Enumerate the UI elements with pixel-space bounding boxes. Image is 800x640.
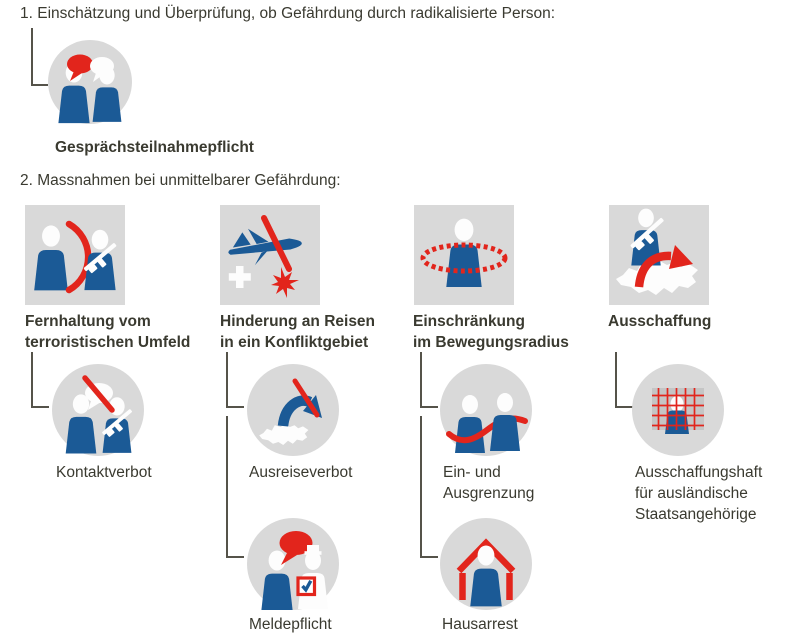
movement-radius-restriction-icon <box>414 205 514 305</box>
sub-measure-label: Hausarrest <box>442 616 518 633</box>
house-arrest-icon <box>440 518 532 610</box>
speech-bubble-icon <box>90 57 114 82</box>
inclusion-exclusion-icon <box>440 364 532 456</box>
explosion-icon <box>271 267 299 298</box>
travel-prevention-icon <box>220 205 320 305</box>
dashed-boundary-icon <box>420 242 508 274</box>
swiss-cross-icon <box>228 266 251 288</box>
section2-heading: 2. Massnahmen bei unmittelbarer Gefährdu… <box>20 172 341 189</box>
deportation-icon <box>609 205 709 305</box>
column-main-label: Fernhaltung vom terroristischen Umfeld <box>25 313 191 351</box>
deportation-arrow-icon <box>634 251 672 288</box>
column-main-label: Einschränkung im Bewegungsradius <box>413 313 569 351</box>
speech-bubble-icon <box>67 54 93 81</box>
prohibition-slash-icon <box>261 215 292 272</box>
exit-ban-icon <box>247 364 339 456</box>
prohibition-slash-icon <box>82 375 115 413</box>
connector-line <box>226 416 244 558</box>
contact-ban-icon <box>52 364 144 456</box>
sub-measure-label: Ausreiseverbot <box>249 464 353 481</box>
sub-measure-label: Kontaktverbot <box>56 464 152 481</box>
sub-measure-label: Ausschaffungshaft für ausländische Staat… <box>635 464 763 523</box>
speech-bubble-icon <box>279 531 313 565</box>
prohibition-slash-icon <box>292 378 320 418</box>
connector-line <box>615 352 633 408</box>
house-roof-icon <box>456 538 516 574</box>
keep-away-from-terrorist-environment-icon <box>25 205 125 305</box>
arrowhead-icon <box>669 245 693 269</box>
connector-line <box>420 416 438 558</box>
officer-cap-icon <box>304 545 322 555</box>
separation-arc-icon <box>65 220 92 294</box>
conversation-participation-icon <box>48 40 132 124</box>
section1-heading: 1. Einschätzung und Überprüfung, ob Gefä… <box>20 5 556 22</box>
connector-line <box>31 352 49 408</box>
sub-measure-label: Meldepflicht <box>249 616 332 633</box>
connector-line <box>31 28 48 86</box>
column-main-label: Hinderung an Reisen in ein Konfliktgebie… <box>220 313 376 351</box>
checkmark-icon <box>301 579 313 593</box>
connector-line <box>420 352 438 408</box>
connector-line <box>226 352 244 408</box>
sub-measure-label: Ein- und Ausgrenzung <box>443 464 535 502</box>
measure-label: Gesprächsteilnahmepflicht <box>55 139 254 156</box>
column-main-label: Ausschaffung <box>608 313 712 330</box>
deportation-detention-icon <box>632 364 724 456</box>
prison-grid-icon <box>652 388 704 430</box>
reporting-obligation-icon <box>247 518 339 610</box>
